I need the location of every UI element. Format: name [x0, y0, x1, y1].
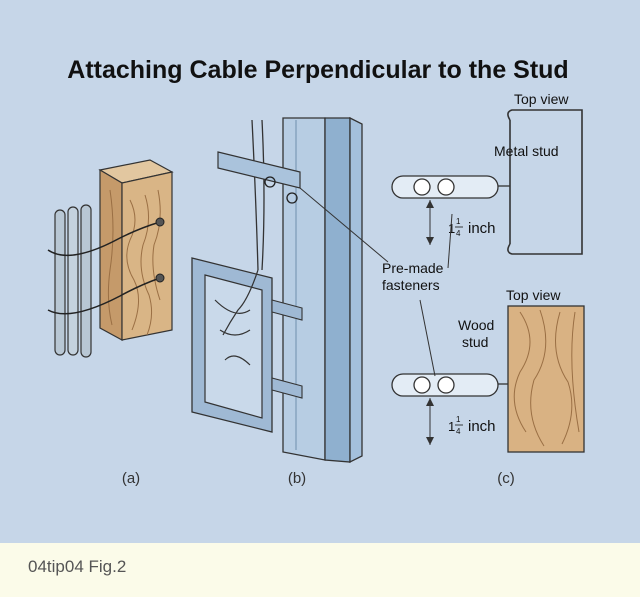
caption-strip: 04tip04 Fig.2: [0, 543, 640, 597]
dimension-unit: inch: [468, 418, 496, 435]
cable-icon: [437, 178, 455, 196]
panel-label-b: (b): [288, 470, 306, 487]
electrical-box: [191, 257, 303, 433]
fastener-strap-lower: [47, 277, 161, 315]
label-metal-stud: Metal stud: [494, 143, 559, 159]
screw-icon: [155, 273, 165, 283]
leader-line: [299, 187, 389, 263]
cable-icon: [413, 376, 431, 394]
fastener-lower: [391, 373, 508, 397]
wood-stud-top-view: [507, 305, 585, 453]
dimension-fraction-den: 4: [456, 229, 461, 238]
label-top-view-metal: Top view: [514, 91, 569, 107]
fastener-upper: [391, 175, 510, 199]
dimension-fraction-den: 4: [456, 427, 461, 436]
label-top-view-wood: Top view: [506, 287, 561, 303]
label-fasteners: fasteners: [382, 277, 440, 293]
screw-icon: [155, 217, 165, 227]
leader-line: [419, 299, 436, 377]
leader-line: [447, 213, 453, 269]
figure-a: (a): [47, 159, 174, 487]
dimension-unit: inch: [468, 220, 496, 237]
cable-line: [261, 119, 265, 271]
fastener-hole-icon: [264, 176, 276, 188]
cable-bundle: [54, 204, 92, 358]
dimension-whole: 1: [448, 419, 455, 434]
figure-c: 1 1 4 inch 1 1 4 inch: [299, 91, 585, 487]
fastener-strap-upper: [47, 221, 161, 257]
figure-caption: 04tip04 Fig.2: [28, 557, 127, 576]
panel-label-a: (a): [122, 470, 140, 487]
cable-icon: [413, 178, 431, 196]
metal-stud: [282, 116, 363, 464]
dimension-fraction-num: 1: [456, 217, 461, 226]
figure-b: (b): [191, 116, 363, 487]
panel-label-c: (c): [497, 470, 515, 487]
wood-stud-block: [98, 159, 174, 342]
fastener-hole-icon: [286, 192, 298, 204]
label-pre-made: Pre-made: [382, 260, 444, 276]
diagram-svg: Attaching Cable Perpendicular to the Stu…: [47, 56, 585, 487]
label-wood: Wood: [458, 317, 494, 333]
dimension-whole: 1: [448, 221, 455, 236]
cable-icon: [437, 376, 455, 394]
metal-stud-top-view: [507, 109, 583, 255]
cable-line: [251, 119, 259, 271]
label-stud: stud: [462, 334, 488, 350]
diagram-title: Attaching Cable Perpendicular to the Stu…: [67, 56, 568, 84]
dimension-fraction-num: 1: [456, 415, 461, 424]
